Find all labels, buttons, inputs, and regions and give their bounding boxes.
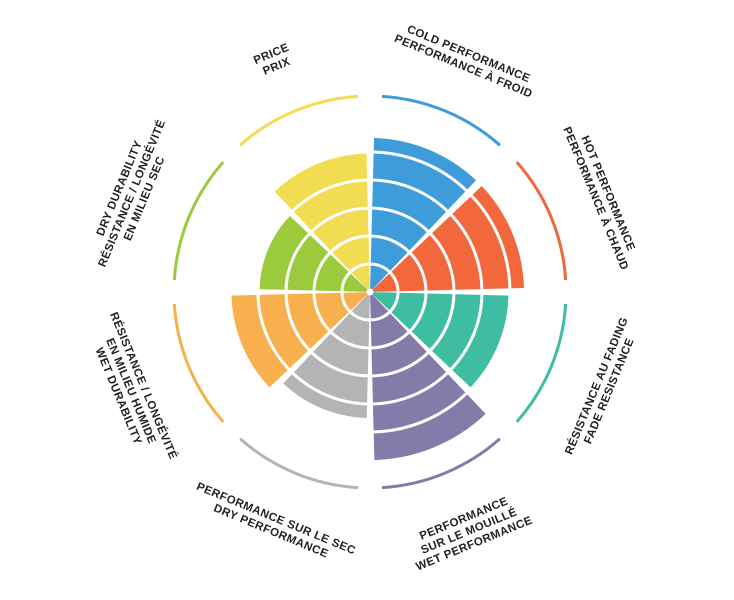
segment-price-wedge bbox=[273, 152, 370, 291]
segment-wet-performance-outer-arc bbox=[381, 437, 501, 490]
segment-fade-resistance-outer-arc bbox=[515, 303, 568, 423]
segment-dry-durability-outer-arc bbox=[172, 161, 225, 281]
segment-dry-durability-wedge bbox=[258, 214, 369, 292]
segment-fade-resistance-wedge bbox=[371, 292, 510, 389]
segment-cold-performance-outer-arc bbox=[381, 94, 501, 147]
ring-divider bbox=[256, 178, 484, 406]
center-hub bbox=[366, 288, 374, 296]
ring-divider bbox=[312, 234, 428, 350]
ring-divider bbox=[340, 262, 400, 322]
segment-price-outer-arc bbox=[239, 94, 359, 147]
ring-divider bbox=[228, 150, 512, 434]
segment-dry-performance-outer-arc bbox=[239, 437, 359, 490]
segment-wet-durability-outer-arc bbox=[172, 303, 225, 423]
segment-wet-durability-wedge bbox=[230, 292, 369, 389]
segment-hot-performance-outer-arc bbox=[515, 161, 568, 281]
ring-divider bbox=[284, 206, 456, 378]
segment-dry-performance-wedge bbox=[283, 293, 370, 418]
segment-wet-performance-wedge bbox=[370, 293, 486, 460]
label-line: RÉSISTANCE / LONGÉVITÉ bbox=[96, 118, 169, 269]
label-line: PERFORMANCE SUR LE SEC bbox=[195, 481, 358, 558]
